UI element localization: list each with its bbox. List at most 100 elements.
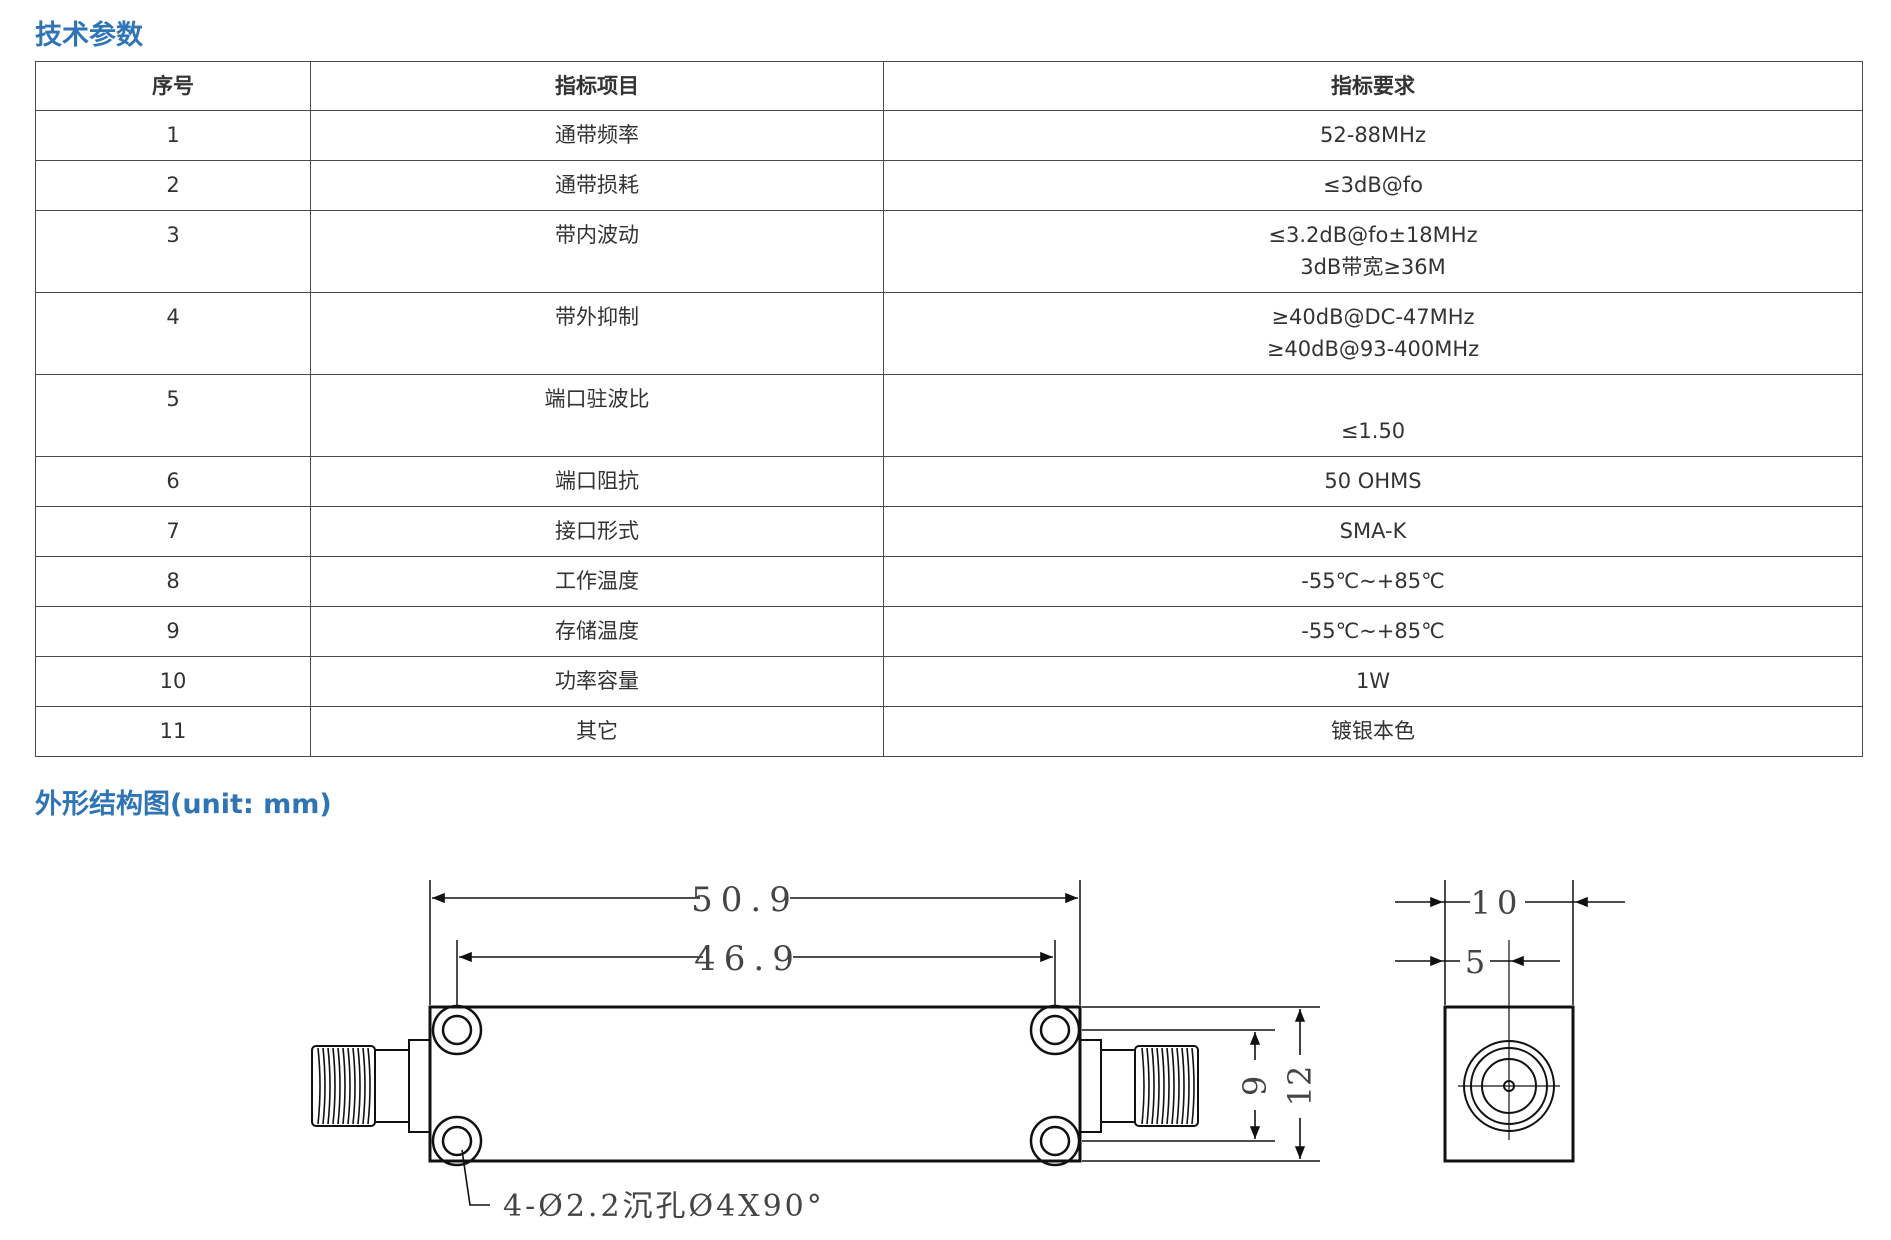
- left-connector-thread: [317, 1047, 371, 1125]
- requirement-line: ≤3dB@fo: [1323, 173, 1423, 197]
- thread-line: [1146, 1047, 1150, 1125]
- cell-no: 4: [35, 292, 311, 375]
- cell-requirement: -55℃~+85℃: [883, 606, 1863, 657]
- cell-requirement: ≤3.2dB@fo±18MHz 3dB带宽≥36M: [883, 210, 1863, 293]
- thread-line: [322, 1047, 326, 1125]
- outline-drawing: 50.9 46.9 12 9 10 5 4-Ø2.2沉孔Ø4X90°: [311, 880, 1625, 1224]
- thread-line: [337, 1047, 341, 1125]
- hole-note: 4-Ø2.2沉孔Ø4X90°: [503, 1189, 825, 1224]
- cell-no: 11: [35, 706, 311, 757]
- cell-item: 接口形式: [310, 506, 884, 557]
- requirement-line: 52-88MHz: [1320, 123, 1426, 147]
- cell-item: 其它: [310, 706, 884, 757]
- dim-overall-length: 50.9: [691, 880, 799, 920]
- cell-item: 端口阻抗: [310, 456, 884, 507]
- requirement-line: ≤3.2dB@fo±18MHz: [1268, 223, 1478, 247]
- cell-no: 9: [35, 606, 311, 657]
- cell-requirement: 镀银本色: [883, 706, 1863, 757]
- cell-item: 端口驻波比: [310, 374, 884, 457]
- cell-no: 8: [35, 556, 311, 607]
- cell-requirement: SMA-K: [883, 506, 1863, 557]
- cell-item: 通带损耗: [310, 160, 884, 211]
- cell-requirement: 52-88MHz: [883, 110, 1863, 161]
- cell-requirement: ≤1.50: [883, 374, 1863, 457]
- thread-line: [327, 1047, 331, 1125]
- thread-line: [347, 1047, 351, 1125]
- cell-requirement: 50 OHMS: [883, 456, 1863, 507]
- thread-line: [342, 1047, 346, 1125]
- table-header-row: 序号 指标项目 指标要求: [35, 61, 1863, 111]
- filter-body: [428, 1005, 1082, 1163]
- cell-requirement: ≤3dB@fo: [883, 160, 1863, 211]
- header-item: 指标项目: [310, 61, 884, 111]
- requirement-line: 50 OHMS: [1324, 469, 1422, 493]
- header-requirement: 指标要求: [883, 61, 1863, 111]
- thread-line: [1166, 1047, 1170, 1125]
- cell-no: 1: [35, 110, 311, 161]
- right-sma-connector: [1079, 1039, 1199, 1133]
- cell-no: 7: [35, 506, 311, 557]
- cell-requirement: -55℃~+85℃: [883, 556, 1863, 607]
- dim-side-half: 5: [1465, 943, 1485, 981]
- requirement-line: SMA-K: [1339, 519, 1407, 543]
- cell-no: 6: [35, 456, 311, 507]
- thread-line: [352, 1047, 356, 1125]
- requirement-line: 镀银本色: [1331, 719, 1415, 743]
- dim-hole-spacing: 46.9: [694, 939, 802, 979]
- requirement-line: ≤1.50: [1340, 419, 1406, 443]
- thread-line: [357, 1047, 361, 1125]
- cell-no: 5: [35, 374, 311, 457]
- header-no: 序号: [35, 61, 311, 111]
- side-view-connector: [1458, 940, 1560, 1140]
- thread-line: [1156, 1047, 1160, 1125]
- dim-height-outer: 12: [1281, 1066, 1319, 1107]
- cell-requirement: 1W: [883, 656, 1863, 707]
- hole-note-leader: [461, 1149, 490, 1206]
- cell-no: 3: [35, 210, 311, 293]
- left-sma-connector: [311, 1039, 431, 1133]
- cell-item: 功率容量: [310, 656, 884, 707]
- thread-line: [1176, 1047, 1180, 1125]
- thread-line: [1191, 1047, 1195, 1125]
- dim-height-inner: 9: [1236, 1076, 1274, 1096]
- requirement-line: -55℃~+85℃: [1301, 619, 1445, 643]
- thread-line: [317, 1047, 321, 1125]
- section-title-drawing: 外形结构图(unit: mm): [35, 789, 332, 820]
- thread-line: [1151, 1047, 1155, 1125]
- cell-requirement: ≥40dB@DC-47MHz ≥40dB@93-400MHz: [883, 292, 1863, 375]
- thread-line: [1181, 1047, 1185, 1125]
- section-title-specs: 技术参数: [35, 20, 143, 51]
- cell-item: 带外抑制: [310, 292, 884, 375]
- cell-item: 带内波动: [310, 210, 884, 293]
- thread-line: [1186, 1047, 1190, 1125]
- dim-side-width: 10: [1471, 884, 1524, 922]
- cell-item: 工作温度: [310, 556, 884, 607]
- requirement-line: ≥40dB@93-400MHz: [1266, 337, 1480, 361]
- cell-item: 存储温度: [310, 606, 884, 657]
- requirement-line: 3dB带宽≥36M: [1300, 255, 1446, 279]
- cell-no: 10: [35, 656, 311, 707]
- requirement-line: [884, 383, 1862, 415]
- requirement-line: ≥40dB@DC-47MHz: [1271, 305, 1475, 329]
- right-connector-thread: [1141, 1047, 1195, 1125]
- requirement-line: -55℃~+85℃: [1301, 569, 1445, 593]
- cell-no: 2: [35, 160, 311, 211]
- thread-line: [362, 1047, 366, 1125]
- thread-line: [1161, 1047, 1165, 1125]
- cell-item: 通带频率: [310, 110, 884, 161]
- thread-line: [367, 1047, 371, 1125]
- mounting-holes: [431, 1004, 1081, 1167]
- thread-line: [1141, 1047, 1145, 1125]
